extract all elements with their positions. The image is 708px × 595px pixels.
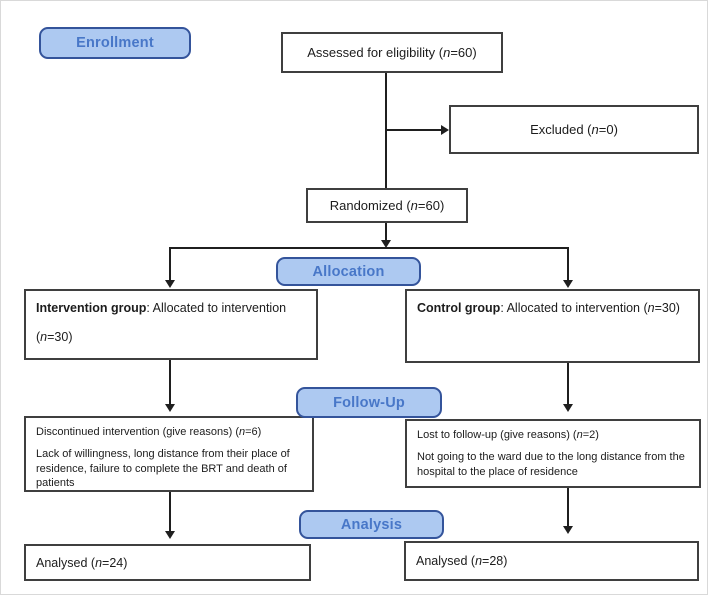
lost-line1: Lost to follow-up (give reasons) (n=2) <box>417 429 599 441</box>
arrowhead-excluded-icon <box>441 125 449 135</box>
control-group-rest: : Allocated to intervention (n=30) <box>500 301 680 315</box>
connector-randomized-to-split <box>385 223 387 241</box>
analysed-right-box: Analysed (n=28) <box>404 541 699 581</box>
lost-to-followup-box: Lost to follow-up (give reasons) (n=2) N… <box>405 419 701 488</box>
arrowhead-analysis-right-icon <box>563 526 573 534</box>
connector-split-horizontal <box>169 247 569 249</box>
arrowhead-followup-right-icon <box>563 404 573 412</box>
connector-followup-to-analysis-left <box>169 492 171 532</box>
intervention-group-box: Intervention group: Allocated to interve… <box>24 289 318 360</box>
discontinued-intervention-box: Discontinued intervention (give reasons)… <box>24 416 314 492</box>
connector-to-excluded <box>386 129 441 131</box>
discontinued-reasons: Lack of willingness, long distance from … <box>36 448 290 489</box>
control-group-title: Control group <box>417 301 501 315</box>
connector-intervention-to-followup <box>169 360 171 405</box>
arrowhead-intervention-icon <box>165 280 175 288</box>
intervention-group-title: Intervention group <box>36 301 147 315</box>
stage-label-allocation: Allocation <box>276 257 421 286</box>
arrowhead-split-icon <box>381 240 391 248</box>
arrowhead-control-icon <box>563 280 573 288</box>
intervention-group-count: (n=30) <box>36 329 73 344</box>
arrowhead-followup-left-icon <box>165 404 175 412</box>
connector-followup-to-analysis-right <box>567 488 569 527</box>
intervention-group-rest: : Allocated to intervention <box>146 301 287 315</box>
assessed-eligibility-box: Assessed for eligibility (n=60) <box>281 32 503 73</box>
connector-split-right <box>567 247 569 281</box>
connector-control-to-followup <box>567 363 569 405</box>
discontinued-line1: Discontinued intervention (give reasons)… <box>36 426 262 438</box>
intervention-group-line1: Intervention group: Allocated to interve… <box>36 299 306 318</box>
excluded-box: Excluded (n=0) <box>449 105 699 154</box>
control-group-line1: Control group: Allocated to intervention… <box>417 299 688 318</box>
stage-label-followup: Follow-Up <box>296 387 442 418</box>
analysed-left-box: Analysed (n=24) <box>24 544 311 581</box>
lost-reasons: Not going to the ward due to the long di… <box>417 451 685 478</box>
arrowhead-analysis-left-icon <box>165 531 175 539</box>
stage-label-analysis: Analysis <box>299 510 444 539</box>
stage-label-enrollment: Enrollment <box>39 27 191 59</box>
connector-split-left <box>169 247 171 281</box>
randomized-box: Randomized (n=60) <box>306 188 468 223</box>
control-group-box: Control group: Allocated to intervention… <box>405 289 700 363</box>
